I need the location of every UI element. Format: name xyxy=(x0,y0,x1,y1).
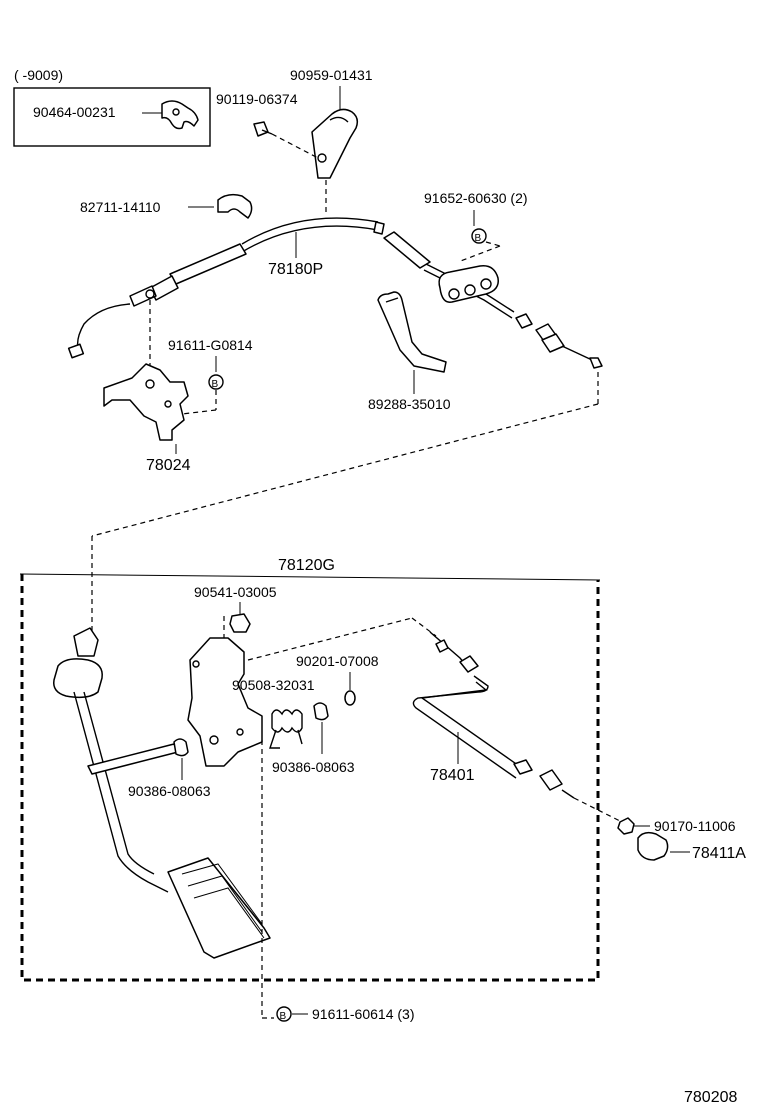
part-label-90119-06374: 90119-06374 xyxy=(216,91,298,107)
svg-text:B: B xyxy=(475,233,482,244)
bracket-89288-icon xyxy=(377,291,447,373)
part-label-90508-32031: 90508-32031 xyxy=(232,677,315,693)
part-label-89288-35010: 89288-35010 xyxy=(368,396,451,412)
throttle-link-78024 xyxy=(103,363,189,441)
clip-90464-icon xyxy=(161,100,199,130)
bolt-symbol-91611-g0814: B xyxy=(208,374,224,390)
accelerator-cable-78401 xyxy=(412,631,575,799)
inset-box xyxy=(13,87,211,147)
nut-90170-icon xyxy=(617,817,635,835)
bushing-90386-left-icon xyxy=(173,738,189,757)
part-label-78180P: 78180P xyxy=(268,261,323,278)
clip-82711-icon xyxy=(217,193,253,219)
part-label-90464-00231: 90464-00231 xyxy=(33,104,116,120)
cable-end-right xyxy=(515,313,603,369)
bracket-90959-icon xyxy=(311,108,359,179)
date-range-label: ( -9009) xyxy=(14,67,63,83)
accelerator-pedal-arm xyxy=(53,627,271,959)
part-label-91652-60630: 91652-60630 (2) xyxy=(424,190,528,206)
stopper-90541-icon xyxy=(229,613,251,633)
part-label-91611-60614: 91611-60614 (3) xyxy=(312,1006,414,1022)
bolt-90119-icon xyxy=(253,121,273,137)
part-label-90170-11006: 90170-11006 xyxy=(654,818,736,834)
diagram-number: 780208 xyxy=(684,1089,737,1106)
part-label-90959-01431: 90959-01431 xyxy=(290,67,373,83)
clamp-91652-icon xyxy=(438,265,499,303)
pedal-bracket-icon xyxy=(187,637,263,767)
throttle-cable-78180p xyxy=(67,217,385,359)
part-label-90386-08063-right: 90386-08063 xyxy=(272,759,355,775)
bolt-symbol-91652: B xyxy=(471,228,487,244)
bushing-90386-right-icon xyxy=(313,702,329,721)
svg-text:B: B xyxy=(280,1011,287,1022)
washer-90201-icon xyxy=(344,690,356,706)
bolt-symbol-91611-60614: B xyxy=(276,1006,292,1022)
part-label-90541-03005: 90541-03005 xyxy=(194,584,277,600)
part-label-78024: 78024 xyxy=(146,457,191,474)
part-label-82711-14110: 82711-14110 xyxy=(80,199,161,215)
part-label-90201-07008: 90201-07008 xyxy=(296,653,379,669)
part-label-78120G: 78120G xyxy=(278,557,335,574)
pedal-assembly-frame xyxy=(20,574,600,982)
part-label-78411A: 78411A xyxy=(692,845,746,862)
svg-text:B: B xyxy=(212,379,219,390)
part-label-91611-G0814: 91611-G0814 xyxy=(168,337,253,353)
part-label-90386-08063-left: 90386-08063 xyxy=(128,783,211,799)
cap-78411a-icon xyxy=(637,831,669,861)
part-label-78401: 78401 xyxy=(430,767,475,784)
spring-90508-icon xyxy=(269,709,303,749)
